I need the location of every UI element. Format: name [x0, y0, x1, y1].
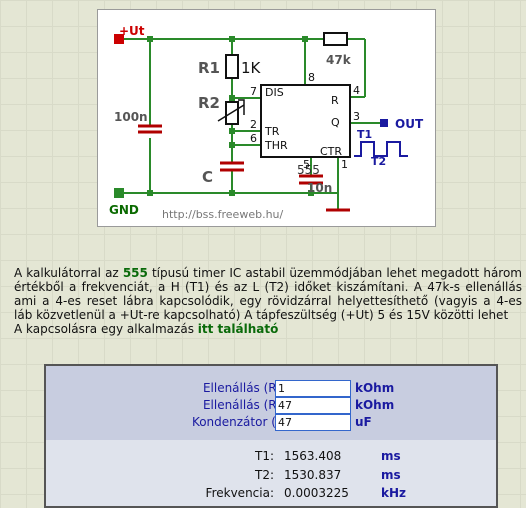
r2-input[interactable] [275, 397, 351, 414]
cap-100n-label: 100n [114, 110, 148, 124]
t2-row: T2: 1530.837 ms [46, 467, 496, 484]
ground-label: GND [109, 203, 139, 217]
frequency-result-unit: kHz [381, 486, 407, 500]
supply-label: +Ut [119, 24, 145, 38]
frequency-result-label: Frekvencia: [205, 486, 274, 500]
url-label: http://bss.freeweb.hu/ [162, 208, 284, 221]
pin-6: 6 [250, 132, 257, 145]
calculator-panel: Ellenállás (R1): kOhm Ellenállás (R2): k… [44, 364, 498, 508]
pin-5: 5 [303, 158, 310, 171]
r2-unit: kOhm [355, 398, 395, 412]
pin-dis: DIS [265, 86, 284, 99]
output-label: OUT [395, 117, 424, 131]
frequency-row: Frekvencia: 0.0003225 kHz [46, 485, 496, 502]
c-input[interactable] [275, 414, 351, 431]
pin-thr: THR [264, 139, 288, 152]
ic-type-highlight: 555 [122, 266, 148, 280]
t1-result-label: T1: [254, 449, 274, 463]
cap-10n-label: 10n [307, 181, 332, 195]
r1-unit: kOhm [355, 381, 395, 395]
pin-2: 2 [250, 118, 257, 131]
description: A kalkulátorral az 555 típusú timer IC a… [14, 266, 522, 336]
application-link[interactable]: itt található [197, 322, 279, 336]
circuit-diagram: +Ut GND R1 1K R2 C 100n 10n 47k 555 DIS … [109, 24, 424, 221]
pin-1: 1 [341, 158, 348, 171]
r1-row: Ellenállás (R1): kOhm [46, 380, 496, 397]
r1-label: R1 [198, 59, 220, 77]
ic-name: 555 [297, 163, 320, 177]
pin-3: 3 [353, 110, 360, 123]
t1-label: T1 [357, 128, 372, 141]
res-47k-label: 47k [326, 53, 352, 67]
pin-7: 7 [250, 85, 257, 98]
t2-result-unit: ms [381, 468, 401, 482]
t1-row: T1: 1563.408 ms [46, 448, 496, 465]
t2-result-value: 1530.837 [284, 468, 342, 482]
r1-value: 1K [241, 59, 262, 77]
application-paragraph: A kapcsolásra egy alkalmazás itt találha… [14, 322, 279, 336]
r2-field-label: Ellenállás (R2): [202, 398, 293, 412]
description-paragraph: A kalkulátorral az 555 típusú timer IC a… [14, 266, 523, 322]
r2-label: R2 [198, 94, 220, 112]
circuit-schematic: +Ut GND R1 1K R2 C 100n 10n 47k 555 DIS … [97, 9, 436, 227]
pin-8: 8 [308, 71, 315, 84]
r2-row: Ellenállás (R2): kOhm [46, 397, 496, 414]
frequency-result-value: 0.0003225 [284, 486, 349, 500]
c-unit: uF [355, 415, 372, 429]
t1-result-value: 1563.408 [284, 449, 342, 463]
pin-ctr: CTR [320, 145, 342, 158]
r1-input[interactable] [275, 380, 351, 397]
t2-label: T2 [371, 155, 386, 168]
calculator-inputs: Ellenállás (R1): kOhm Ellenállás (R2): k… [46, 366, 496, 440]
r1-field-label: Ellenállás (R1): [202, 381, 293, 395]
t2-result-label: T2: [254, 468, 274, 482]
pin-r: R [331, 94, 339, 107]
t1-result-unit: ms [381, 449, 401, 463]
c-label: C [202, 168, 213, 186]
c-row: Kondenzátor (C): uF [46, 414, 496, 431]
pin-4: 4 [353, 84, 360, 97]
pin-q: Q [331, 116, 340, 129]
pin-tr: TR [264, 125, 280, 138]
c-field-label: Kondenzátor (C): [191, 415, 293, 429]
